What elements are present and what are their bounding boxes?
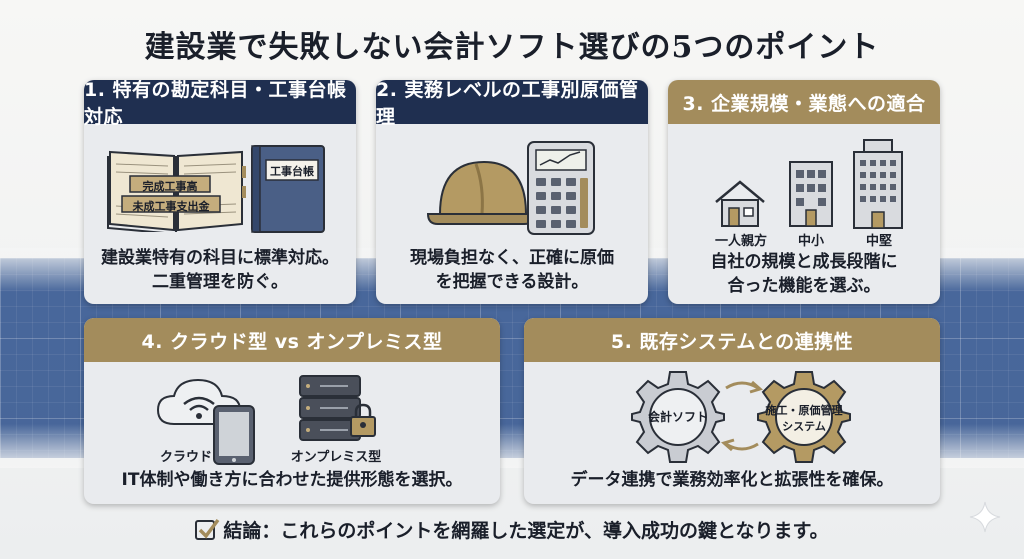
conclusion-text: 結論：これらのポイントを網羅した選定が、導入成功の鍵となります。 bbox=[223, 520, 829, 542]
card-5-line-1: データ連携で業務効率化と拡張性を確保。 bbox=[570, 470, 894, 490]
card-4: 4. クラウド型 vs オンプレミス型 クラウド オンプレミス型 IT体制や働き… bbox=[84, 318, 500, 504]
gear-label-system: システム bbox=[782, 420, 826, 433]
page-title: 建設業で失敗しない会計ソフト選びの5つのポイント bbox=[144, 30, 880, 65]
card-5: 5. 既存システムとの連携性 会計ソフト 施工・原価管理 システム データ連携で… bbox=[524, 318, 940, 504]
cloud-label: クラウド bbox=[159, 450, 212, 465]
card-4-heading: 4. クラウド型 vs オンプレミス型 bbox=[84, 318, 500, 362]
gear-label-construction: 施工・原価管理 bbox=[765, 404, 843, 417]
card-3-line-2: 合った機能を選ぶ。 bbox=[727, 276, 881, 296]
card-2-line-1: 現場負担なく、正確に原価 bbox=[410, 248, 614, 268]
card-1-line-1: 建設業特有の科目に標準対応。 bbox=[101, 248, 339, 268]
building-icon bbox=[789, 161, 833, 227]
card-5-heading: 5. 既存システムとの連携性 bbox=[524, 318, 940, 362]
card-3-line-1: 自社の規模と成長段階に bbox=[710, 252, 898, 272]
card-2: 2. 実務レベルの工事別原価管理 現場負担なく、正確に原価 を把握できる設計。 bbox=[376, 80, 648, 304]
book-label-1: 完成工事高 bbox=[142, 180, 198, 193]
calculator-icon bbox=[527, 141, 595, 235]
tablet-icon bbox=[213, 405, 255, 465]
card-1-line-2: 二重管理を防ぐ。 bbox=[152, 272, 288, 292]
gear-icon bbox=[757, 371, 851, 463]
house-icon bbox=[715, 180, 765, 227]
sparkle-icon bbox=[969, 501, 1001, 533]
card-1-heading: 1. 特有の勘定科目・工事台帳対応 bbox=[84, 80, 356, 128]
hard-hat-icon bbox=[426, 160, 536, 225]
gear-label-accounting: 会計ソフト bbox=[647, 410, 708, 424]
card-4-line-1: IT体制や働き方に合わせた提供形態を選択。 bbox=[121, 470, 463, 490]
conclusion: 結論：これらのポイントを網羅した選定が、導入成功の鍵となります。 bbox=[0, 516, 1024, 543]
server-icon bbox=[299, 375, 361, 441]
book-icon bbox=[107, 150, 246, 232]
card-1: 1. 特有の勘定科目・工事台帳対応 完成工事高 未成工事支出金 工事台帳 建設業… bbox=[84, 80, 356, 304]
card-3-heading: 3. 企業規模・業態への適合 bbox=[668, 80, 940, 124]
padlock-icon bbox=[350, 403, 376, 437]
ledger-label: 工事台帳 bbox=[270, 165, 314, 178]
check-icon bbox=[195, 518, 220, 540]
size-label-sole: 一人親方 bbox=[714, 234, 767, 249]
card-3: 3. 企業規模・業態への適合 一人親方 中小 中堅 自社の規模と成長段階に 合っ… bbox=[668, 80, 940, 304]
book-label-2: 未成工事支出金 bbox=[132, 200, 210, 213]
gear-icon bbox=[631, 371, 725, 463]
ledger-icon bbox=[251, 145, 325, 233]
onpremise-label: オンプレミス型 bbox=[290, 450, 382, 465]
size-label-small: 中小 bbox=[797, 234, 824, 249]
tower-icon bbox=[853, 139, 903, 229]
card-2-line-2: を把握できる設計。 bbox=[435, 272, 589, 292]
card-2-heading: 2. 実務レベルの工事別原価管理 bbox=[376, 80, 648, 128]
size-label-mid: 中堅 bbox=[865, 234, 892, 249]
sync-arrows-icon bbox=[720, 380, 764, 452]
